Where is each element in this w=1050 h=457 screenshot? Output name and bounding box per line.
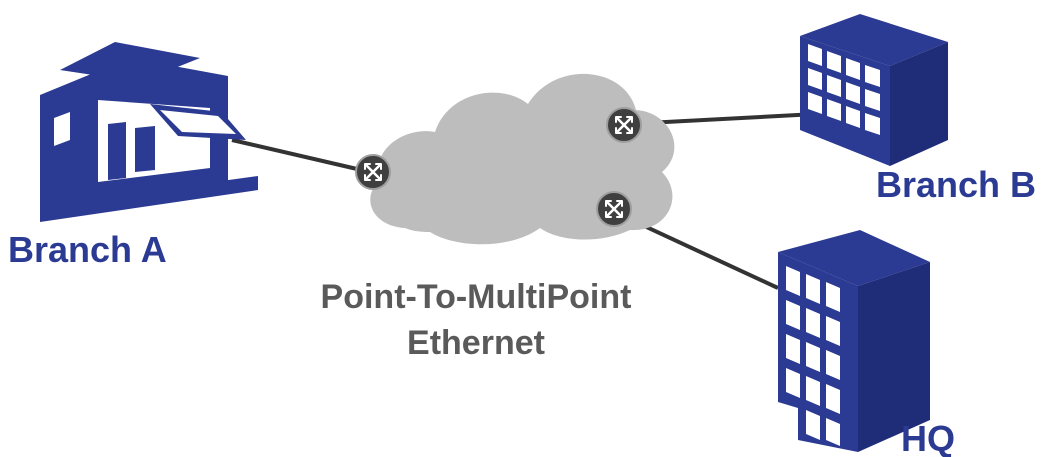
link-branch-a-cloud <box>231 138 371 174</box>
hq-label: HQ <box>901 418 955 457</box>
branch-a-label: Branch A <box>8 229 167 270</box>
network-caption-line2: Ethernet <box>407 324 545 362</box>
router-icon <box>596 191 632 227</box>
network-caption-line1: Point-To-MultiPoint <box>321 278 632 316</box>
branch-b-label: Branch B <box>876 164 1036 205</box>
storefront-icon <box>40 42 258 222</box>
tall-office-building-icon <box>778 230 930 452</box>
router-icon <box>606 107 642 143</box>
office-building-icon <box>800 14 948 166</box>
router-icon <box>355 154 391 190</box>
